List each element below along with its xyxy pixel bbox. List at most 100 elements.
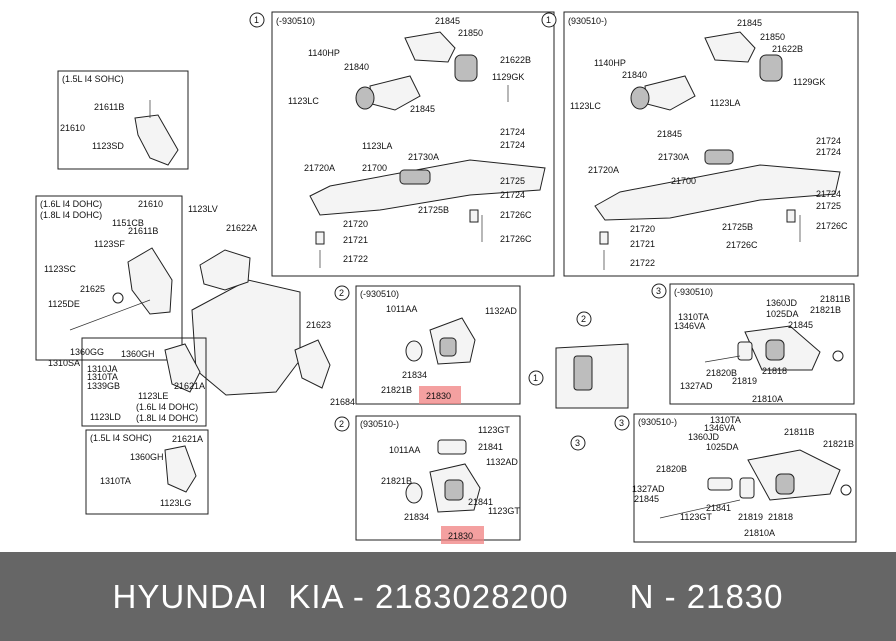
bracket-part bbox=[164, 343, 201, 393]
period-label: (-930510) bbox=[674, 287, 713, 297]
part-label: 21726C bbox=[500, 210, 532, 220]
part-label: 1360GG bbox=[70, 347, 104, 357]
arrow-marker-a bbox=[840, 484, 852, 496]
part-label: 1011AA bbox=[386, 304, 417, 314]
part-label: 1360GH bbox=[130, 452, 164, 462]
insulator-block bbox=[444, 479, 464, 501]
box-mount-3-new: 3 (930510-) 1310TA 1346VA 1360JD 21811B … bbox=[614, 413, 857, 543]
bracket-part bbox=[404, 31, 456, 63]
arrow-marker-a bbox=[112, 292, 124, 304]
mount-bracket bbox=[747, 449, 841, 501]
highlight-box bbox=[419, 386, 461, 404]
center-mount bbox=[399, 169, 431, 185]
part-label: 21622B bbox=[772, 44, 803, 54]
part-label: 1132AD bbox=[486, 457, 518, 467]
box-frame bbox=[35, 195, 183, 361]
part-label: 21725 bbox=[500, 176, 525, 186]
box-frame bbox=[271, 11, 555, 277]
part-label: 1327AD bbox=[680, 381, 713, 391]
callout-number: 2 bbox=[339, 419, 344, 429]
engine-header: (1.8L I4 DOHC) bbox=[136, 413, 198, 423]
part-label: 21621A bbox=[174, 381, 205, 391]
callout-marker bbox=[541, 12, 557, 28]
part-label: 1310JA bbox=[87, 364, 118, 374]
part-label: 21821B bbox=[381, 476, 412, 486]
callout-number: 3 bbox=[656, 286, 661, 296]
through-bolt bbox=[659, 499, 741, 519]
insulator-block bbox=[765, 339, 785, 361]
part-label: 21845 bbox=[788, 320, 813, 330]
part-label: 21730A bbox=[658, 152, 689, 162]
insulator-bushing bbox=[630, 86, 650, 110]
part-label: 21725B bbox=[722, 222, 753, 232]
part-label: 1360GH bbox=[121, 349, 155, 359]
part-label: 1327AD bbox=[632, 484, 665, 494]
callout-number: 3 bbox=[619, 418, 624, 428]
box-frame bbox=[355, 415, 521, 541]
part-label: 1123LD bbox=[90, 412, 121, 422]
box-dohc-small: 1360GH 1310JA 1310TA 1339GB 1123LE 1123L… bbox=[81, 337, 207, 427]
part-label: 21840 bbox=[344, 62, 369, 72]
box-frame bbox=[85, 429, 209, 515]
washer bbox=[405, 482, 423, 504]
part-label: 21724 bbox=[816, 147, 841, 157]
part-label: 21700 bbox=[671, 176, 696, 186]
box-crossmember-new: 1 (930510-) 21845 21850 1140HP 21622B 21… bbox=[541, 11, 859, 277]
box-mount-2-new: 2 (930510-) 1123GT 21841 1011AA 1132AD 2… bbox=[334, 415, 521, 544]
part-label: 1123LA bbox=[362, 141, 392, 151]
part-label: 1123LV bbox=[188, 204, 218, 214]
part-label: 21821B bbox=[823, 439, 854, 449]
callout-marker bbox=[249, 12, 265, 28]
engine-header: (1.5L I4 SOHC) bbox=[62, 74, 124, 84]
insulator-block bbox=[775, 473, 795, 495]
period-label: (-930510) bbox=[276, 16, 315, 26]
part-label: 21621A bbox=[172, 434, 203, 444]
period-label: (930510-) bbox=[360, 419, 399, 429]
box-sohc-15-bracket: (1.5L I4 SOHC) 21611B 21610 1123SD bbox=[57, 70, 189, 170]
engine-block-area: 1123LV 21622A 21623 21684 bbox=[188, 204, 355, 407]
engine-block bbox=[191, 279, 301, 396]
box-mount-3-old: 3 (-930510) 1360JD 21811B 1310TA 1025DA … bbox=[651, 283, 855, 405]
part-label: 1132AD bbox=[485, 306, 517, 316]
part-label: 21611B bbox=[128, 226, 158, 236]
part-label: 21819 bbox=[738, 512, 763, 522]
part-number-caption: HYUNDAI KIA - 2183028200 N - 21830 bbox=[112, 577, 784, 615]
engine-outline bbox=[573, 355, 593, 391]
part-label: 1310TA bbox=[710, 415, 741, 425]
bracket-part bbox=[199, 249, 251, 291]
bracket-part bbox=[164, 445, 197, 493]
part-label: 21841 bbox=[706, 503, 731, 513]
highlighted-part-number[interactable]: 21830 bbox=[426, 391, 451, 401]
part-label: 21726C bbox=[816, 221, 848, 231]
part-label: 21819 bbox=[732, 376, 757, 386]
spacer bbox=[786, 209, 796, 223]
part-label: 21730A bbox=[408, 152, 439, 162]
callout-marker bbox=[614, 415, 630, 431]
part-label: 1123LG bbox=[160, 498, 191, 508]
part-label: 21623 bbox=[306, 320, 331, 330]
part-label: 1310TA bbox=[100, 476, 131, 486]
part-label: 21724 bbox=[500, 190, 525, 200]
part-label: 21724 bbox=[816, 189, 841, 199]
part-label: 21724 bbox=[500, 140, 525, 150]
callout-marker bbox=[334, 416, 350, 432]
part-label: 21726C bbox=[500, 234, 532, 244]
part-label: 1123LC bbox=[570, 101, 601, 111]
part-label: 1310SA bbox=[48, 358, 80, 368]
callout-marker bbox=[651, 283, 667, 299]
part-label: 21720 bbox=[630, 224, 655, 234]
part-label: 1346VA bbox=[704, 423, 735, 433]
spacer bbox=[599, 231, 609, 245]
part-label: 21721 bbox=[630, 239, 655, 249]
part-label: 1123SD bbox=[92, 141, 124, 151]
highlighted-part-number[interactable]: 21830 bbox=[448, 531, 473, 541]
bracket-part bbox=[294, 339, 331, 389]
part-label: 1011AA bbox=[389, 445, 420, 455]
part-label: 1129GK bbox=[793, 77, 825, 87]
part-label: 21818 bbox=[768, 512, 793, 522]
mount-insulator bbox=[759, 54, 783, 82]
part-label: 21810A bbox=[744, 528, 775, 538]
part-label: 1129GK bbox=[492, 72, 524, 82]
part-label: 1123SC bbox=[44, 264, 76, 274]
part-label: 1025DA bbox=[766, 309, 799, 319]
